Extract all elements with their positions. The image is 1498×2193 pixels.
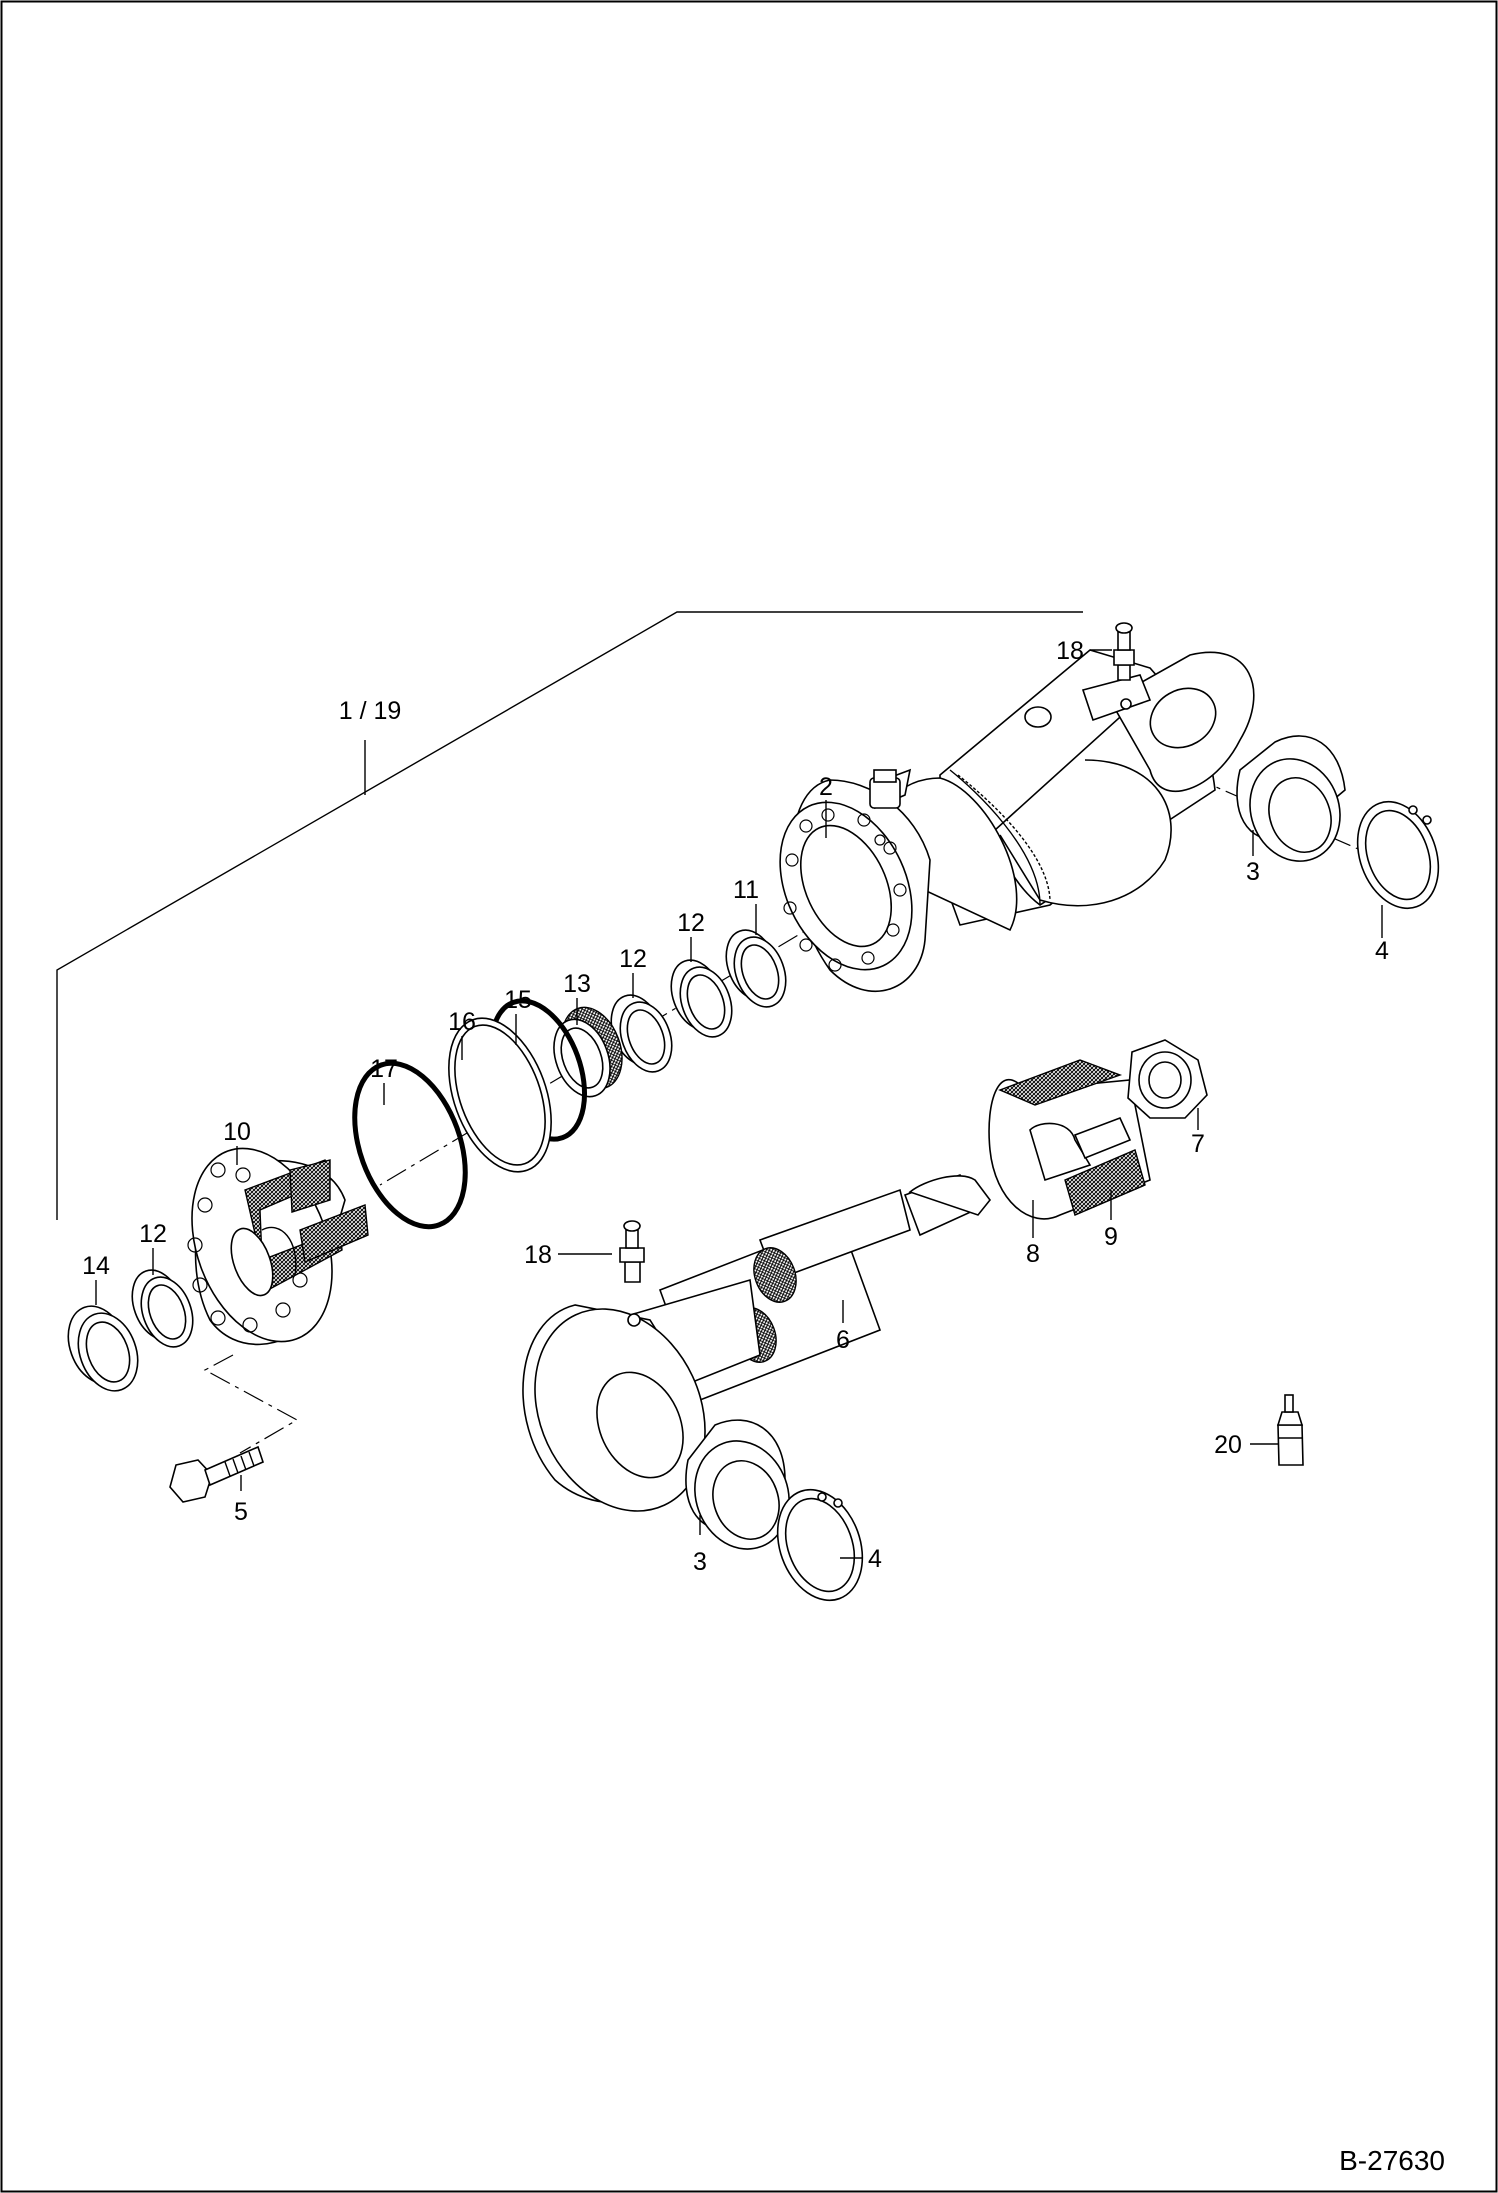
guide-ring-12-bottom — [131, 1269, 194, 1348]
callout-18-top: 18 — [1056, 637, 1084, 665]
guide-ring-11 — [725, 929, 787, 1008]
callout-3-top: 3 — [1246, 858, 1260, 886]
callout-11: 11 — [733, 876, 759, 904]
callout-4-top: 4 — [1375, 937, 1389, 965]
hex-nut-7 — [1127, 1039, 1208, 1119]
bushing-bottom — [685, 1419, 790, 1550]
callout-5: 5 — [234, 1498, 248, 1526]
callout-1-19: 1 / 19 — [339, 697, 402, 725]
wiper-ring-14 — [67, 1305, 139, 1392]
callout-12-b: 12 — [619, 945, 647, 973]
callout-2: 2 — [819, 773, 833, 801]
guide-ring-12-middle — [610, 994, 673, 1073]
adhesive-tube-20 — [1276, 1394, 1304, 1466]
callout-labels: 1 / 19 2 3 4 5 6 7 8 9 10 11 12 12 12 13… — [82, 637, 1389, 1576]
backup-ring-16 — [448, 1017, 552, 1173]
callout-20: 20 — [1214, 1431, 1242, 1459]
callout-12-c: 12 — [139, 1220, 167, 1248]
document-reference: B-27630 — [1339, 2145, 1445, 2176]
callout-6: 6 — [836, 1326, 850, 1354]
rod-seal-13 — [553, 1006, 623, 1098]
callout-8: 8 — [1026, 1240, 1040, 1268]
callout-18-bottom: 18 — [524, 1241, 552, 1269]
piston-8 — [988, 1059, 1151, 1220]
assembly-bracket — [56, 611, 1083, 1220]
cylinder-head-10 — [187, 1147, 369, 1346]
hex-bolt-5 — [169, 1445, 264, 1503]
circlip-bottom — [776, 1488, 864, 1602]
callout-12-a: 12 — [677, 909, 705, 937]
callout-4-bottom: 4 — [868, 1545, 882, 1573]
grease-nipple-top — [1113, 622, 1135, 710]
circlip-top — [1356, 800, 1440, 910]
callout-14: 14 — [82, 1252, 110, 1280]
callout-13: 13 — [563, 970, 591, 998]
grease-nipple-bottom — [619, 1220, 645, 1283]
o-ring-17 — [352, 1060, 468, 1230]
callout-17: 17 — [370, 1055, 398, 1083]
guide-ring-12-top — [670, 959, 733, 1038]
cylinder-tube — [779, 649, 1255, 993]
callout-15: 15 — [504, 986, 532, 1014]
callout-10: 10 — [223, 1118, 251, 1146]
bushing-top — [1236, 735, 1346, 862]
callout-7: 7 — [1191, 1130, 1205, 1158]
callout-3-bottom: 3 — [693, 1548, 707, 1576]
piston-rod-6 — [522, 1173, 992, 1512]
callout-16: 16 — [448, 1008, 476, 1036]
callout-9: 9 — [1104, 1223, 1118, 1251]
leader-lines — [95, 649, 1383, 1559]
